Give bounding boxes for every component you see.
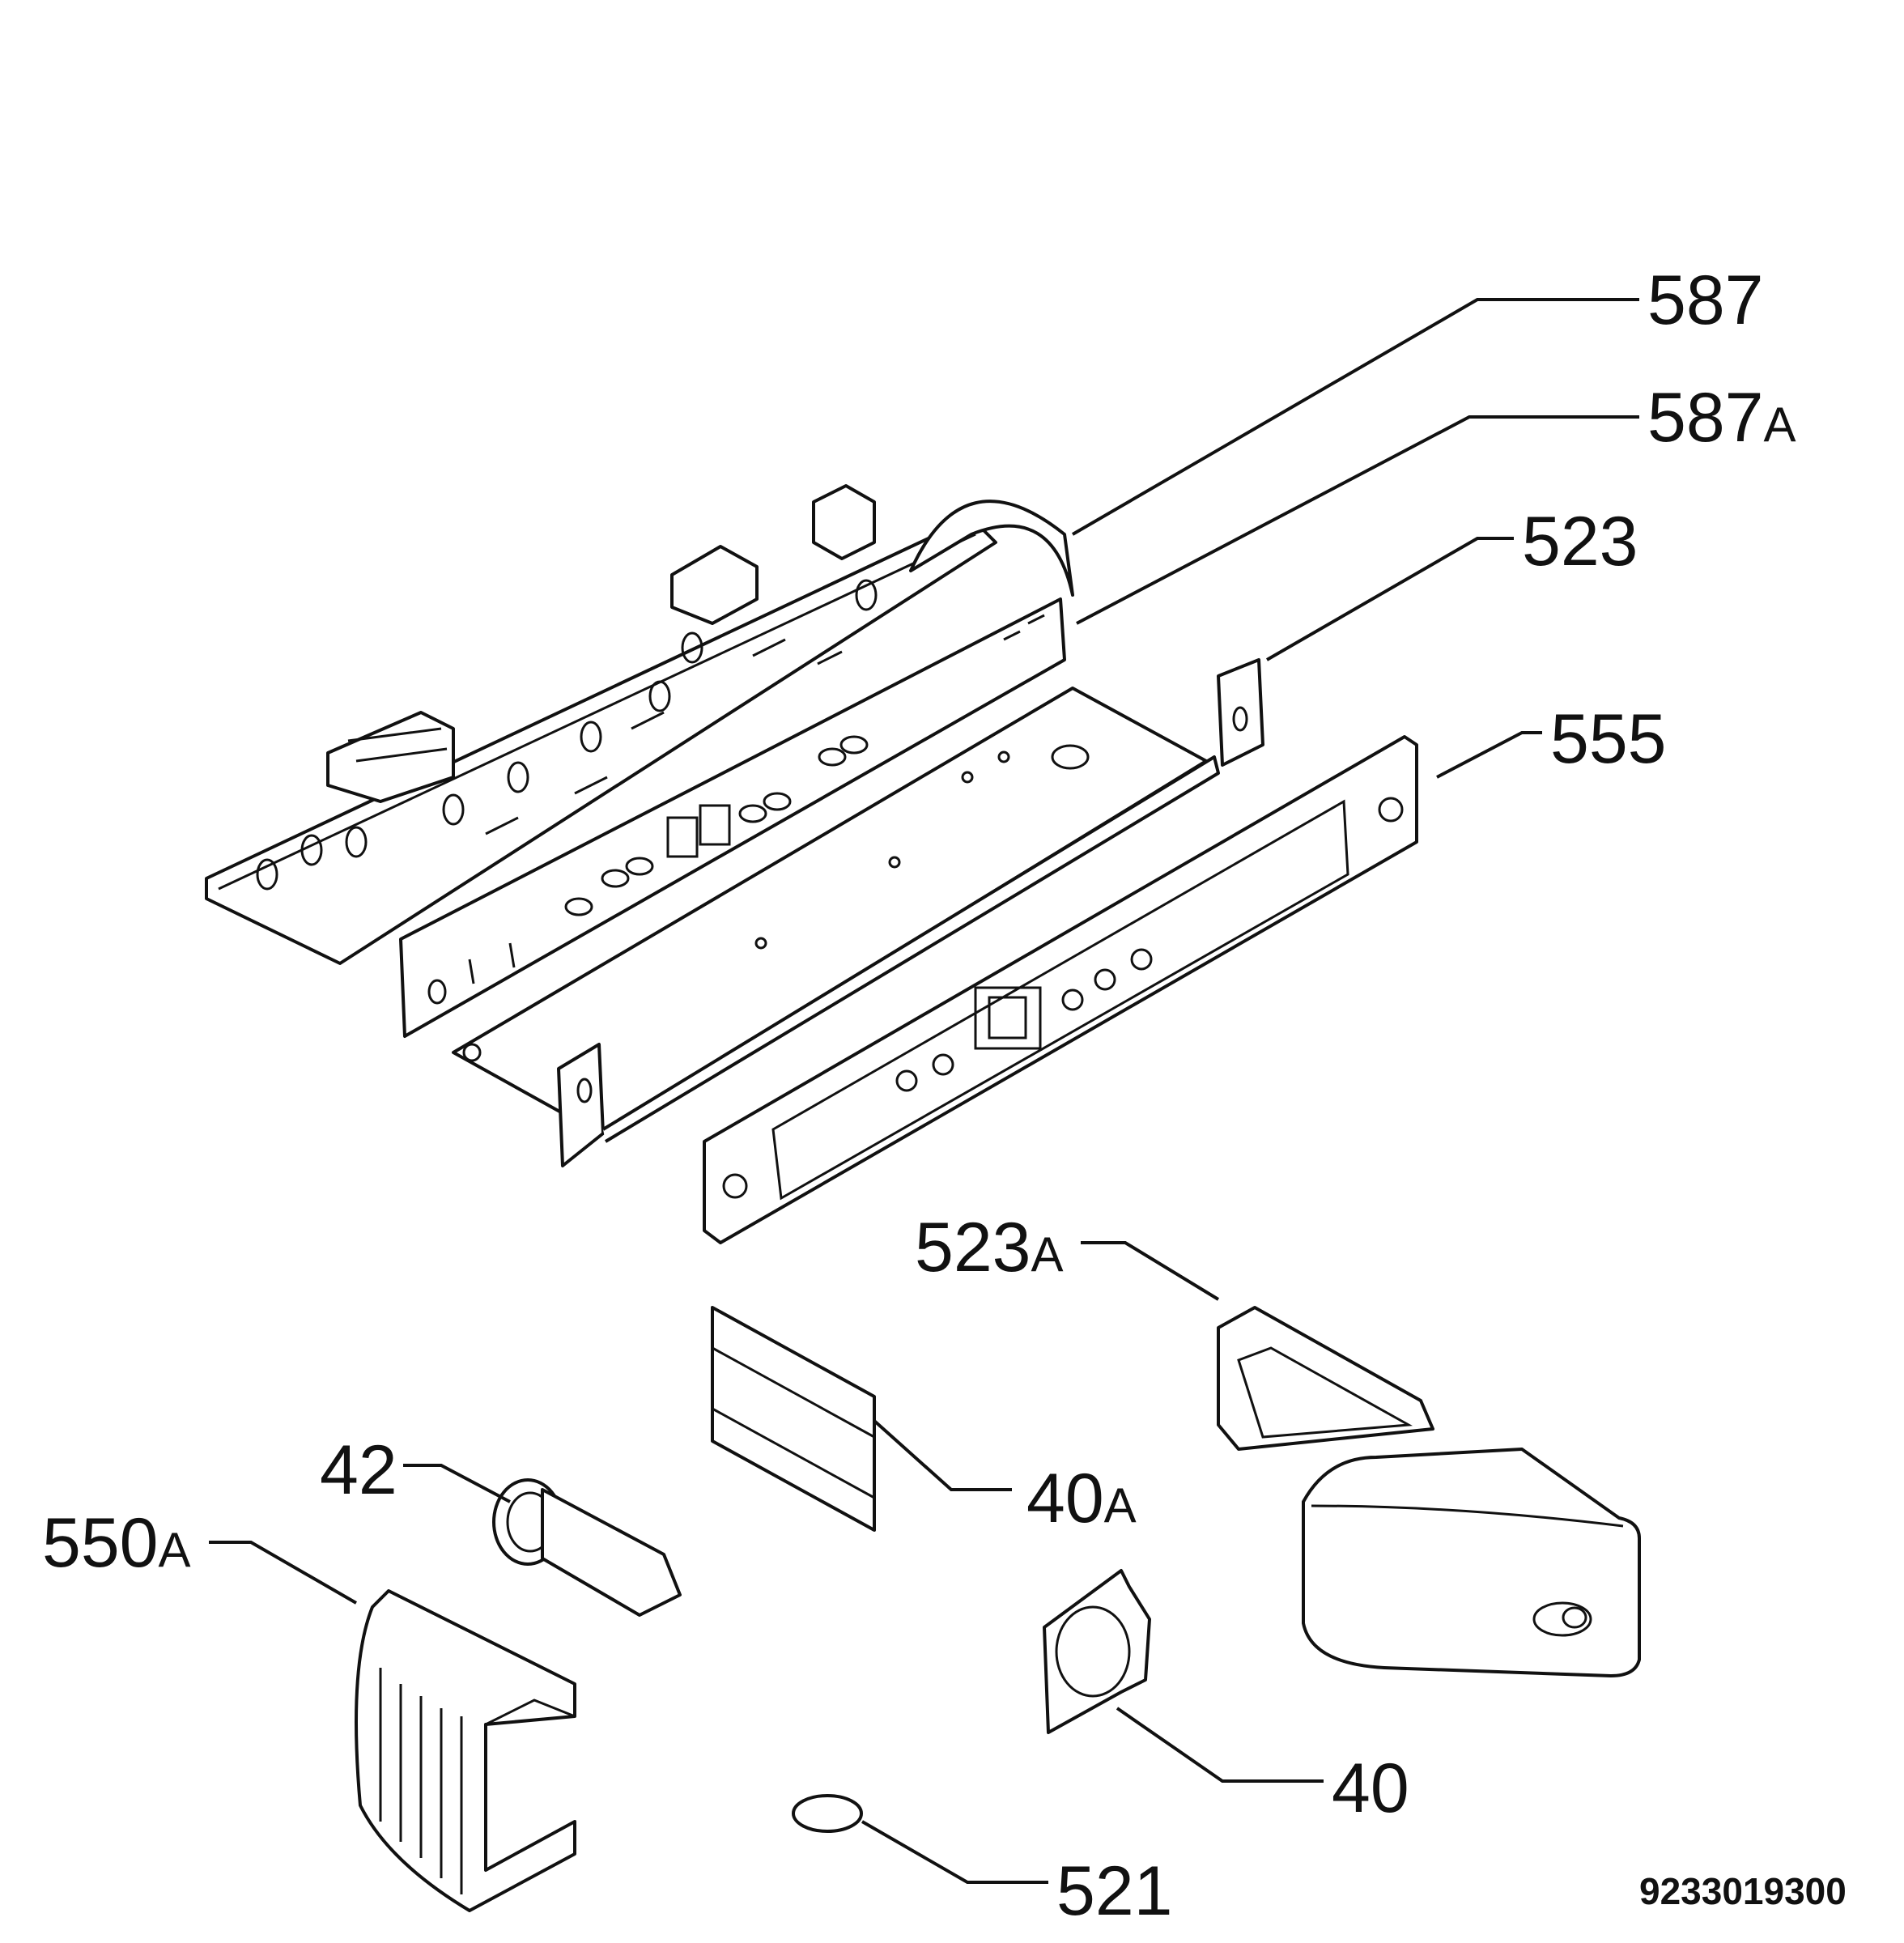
callout-labels: 587 587A 523 555 523A 42 40A 550A 40 521…: [42, 261, 1847, 1930]
callout-555: 555: [1550, 700, 1667, 778]
callout-523: 523: [1522, 503, 1638, 580]
callout-40: 40: [1332, 1750, 1409, 1827]
leader-523a: [1081, 1241, 1220, 1301]
part-42-knob: [492, 1478, 682, 1617]
leader-40a: [873, 1419, 1012, 1491]
leader-587a: [1076, 415, 1639, 625]
part-40a-clip-strip: [711, 1306, 876, 1532]
leader-587: [1071, 298, 1639, 536]
leader-42: [403, 1464, 511, 1503]
part-523a-end-cap: [1217, 1306, 1641, 1677]
leader-550a: [209, 1541, 357, 1605]
part-523-bracket: [452, 658, 1264, 1167]
leader-521: [861, 1820, 1048, 1884]
callout-587a: 587A: [1647, 379, 1796, 457]
part-521-o-ring: [792, 1794, 863, 1833]
leader-523: [1266, 537, 1514, 661]
callout-42: 42: [320, 1431, 397, 1509]
callout-550a: 550A: [42, 1504, 191, 1582]
leader-lines: [209, 298, 1639, 1884]
callout-587: 587: [1647, 261, 1764, 339]
drawing-number: 9233019300: [1639, 1870, 1847, 1912]
part-555-front-panel: [703, 735, 1418, 1244]
callout-523a: 523A: [915, 1209, 1064, 1286]
leader-555: [1436, 731, 1542, 779]
part-40-gasket: [1043, 1569, 1151, 1734]
callout-521: 521: [1056, 1852, 1173, 1930]
part-587-circuit-board: [205, 484, 1074, 965]
part-550a-end-cap: [355, 1589, 576, 1912]
part-587a-board-plate: [399, 597, 1066, 1038]
callout-40a: 40A: [1026, 1460, 1137, 1537]
leader-40: [1116, 1707, 1324, 1783]
